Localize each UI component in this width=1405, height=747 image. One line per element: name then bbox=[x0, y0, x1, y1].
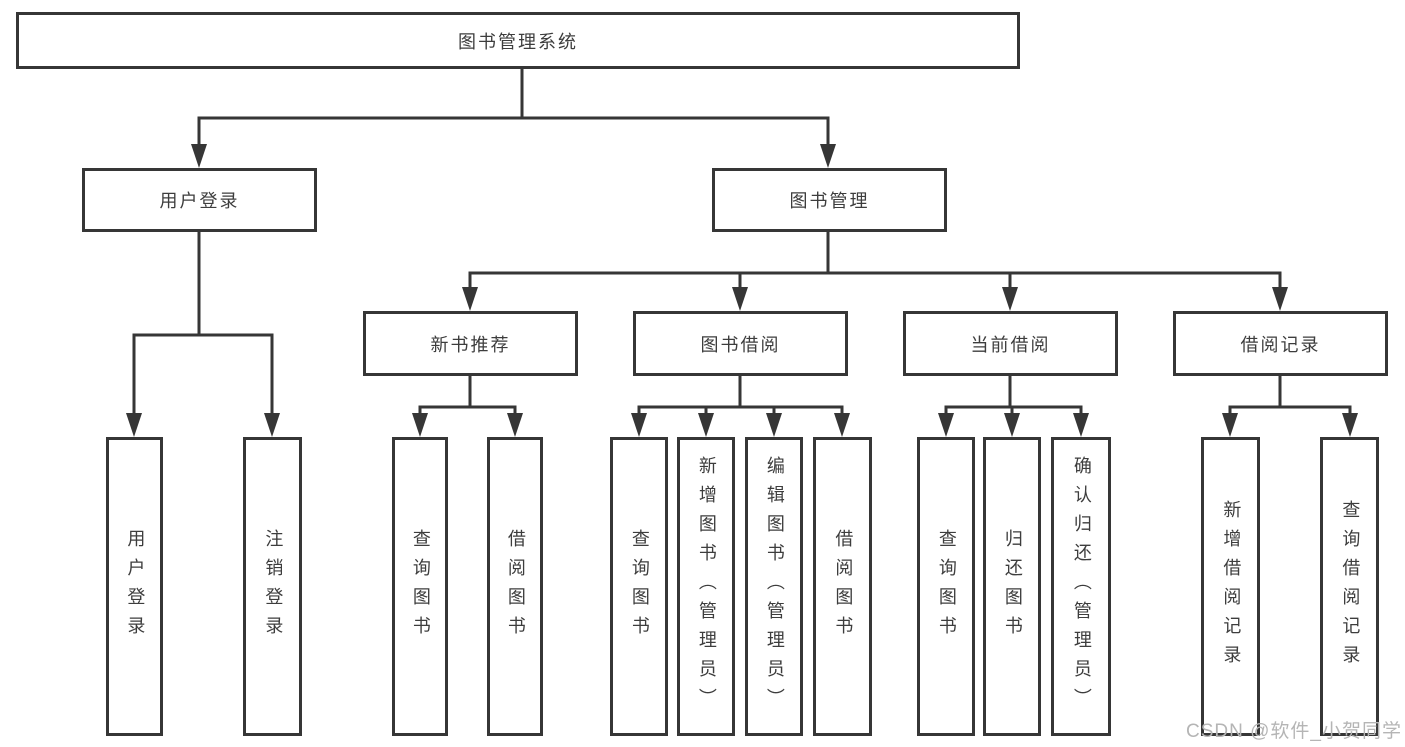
leaf-add-books-admin: 新增图书（管理员） bbox=[677, 437, 735, 736]
node-borrowing-records: 借阅记录 bbox=[1173, 311, 1388, 376]
node-current-borrowing: 当前借阅 bbox=[903, 311, 1118, 376]
node-label: 查询借阅记录 bbox=[1340, 499, 1361, 674]
leaf-borrow-books-recommend: 借阅图书 bbox=[487, 437, 543, 736]
node-label: 归还图书 bbox=[1002, 528, 1023, 645]
leaf-return-books: 归还图书 bbox=[983, 437, 1041, 736]
node-new-book-recommend: 新书推荐 bbox=[363, 311, 578, 376]
node-label: 编辑图书（管理员） bbox=[764, 456, 785, 717]
csdn-watermark: CSDN @软件_小贺同学 bbox=[1186, 721, 1402, 742]
node-book-borrowing: 图书借阅 bbox=[633, 311, 848, 376]
leaf-add-borrow-record: 新增借阅记录 bbox=[1201, 437, 1260, 736]
node-label: 查询图书 bbox=[410, 528, 431, 645]
node-label: 用户登录 bbox=[159, 191, 240, 211]
node-library-system: 图书管理系统 bbox=[16, 12, 1020, 69]
leaf-query-books-recommend: 查询图书 bbox=[392, 437, 448, 736]
leaf-query-books-current: 查询图书 bbox=[917, 437, 975, 736]
node-book-management: 图书管理 bbox=[712, 168, 947, 232]
leaf-logout: 注销登录 bbox=[243, 437, 302, 736]
leaf-edit-books-admin: 编辑图书（管理员） bbox=[745, 437, 803, 736]
leaf-user-login: 用户登录 bbox=[106, 437, 163, 736]
node-label: 借阅记录 bbox=[1240, 334, 1321, 355]
node-label: 新书推荐 bbox=[430, 334, 511, 355]
node-label: 新增图书（管理员） bbox=[696, 456, 717, 717]
leaf-borrow-books: 借阅图书 bbox=[813, 437, 872, 736]
arrowheads bbox=[126, 144, 1358, 437]
leaf-confirm-return-admin: 确认归还（管理员） bbox=[1051, 437, 1111, 736]
node-label: 查询图书 bbox=[629, 528, 650, 645]
node-label: 用户登录 bbox=[125, 528, 146, 645]
node-label: 当前借阅 bbox=[970, 334, 1051, 355]
node-label: 借阅图书 bbox=[833, 528, 854, 645]
node-label: 查询图书 bbox=[936, 528, 957, 645]
leaf-query-books-borrowing: 查询图书 bbox=[610, 437, 668, 736]
node-user-login: 用户登录 bbox=[82, 168, 317, 232]
tree-edges bbox=[132, 69, 1352, 415]
node-label: 图书借阅 bbox=[700, 334, 781, 355]
node-label: 确认归还（管理员） bbox=[1071, 456, 1092, 717]
node-label: 图书管理系统 bbox=[458, 31, 578, 52]
node-label: 借阅图书 bbox=[505, 528, 526, 645]
leaf-query-borrow-record: 查询借阅记录 bbox=[1320, 437, 1379, 736]
node-label: 注销登录 bbox=[263, 528, 284, 645]
node-label: 新增借阅记录 bbox=[1221, 499, 1242, 674]
node-label: 图书管理 bbox=[789, 191, 870, 211]
